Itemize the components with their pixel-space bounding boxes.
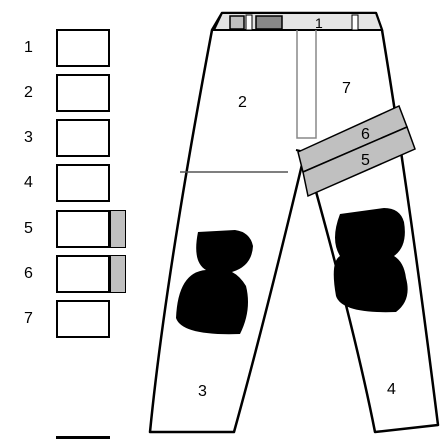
waistband-buckle <box>230 16 244 29</box>
label-stripe-lower: 5 <box>361 152 370 169</box>
belt-slot-right <box>352 15 358 30</box>
label-stripe-upper: 6 <box>361 126 370 143</box>
label-upper-right: 7 <box>342 80 351 97</box>
label-waistband: 1 <box>315 15 323 31</box>
right-knee-patch <box>334 208 408 312</box>
label-lower-left: 3 <box>198 383 207 400</box>
label-lower-right: 4 <box>387 381 396 398</box>
belt-slot-left <box>246 15 252 30</box>
label-upper-left: 2 <box>238 94 247 111</box>
waistband-loop <box>256 16 282 29</box>
